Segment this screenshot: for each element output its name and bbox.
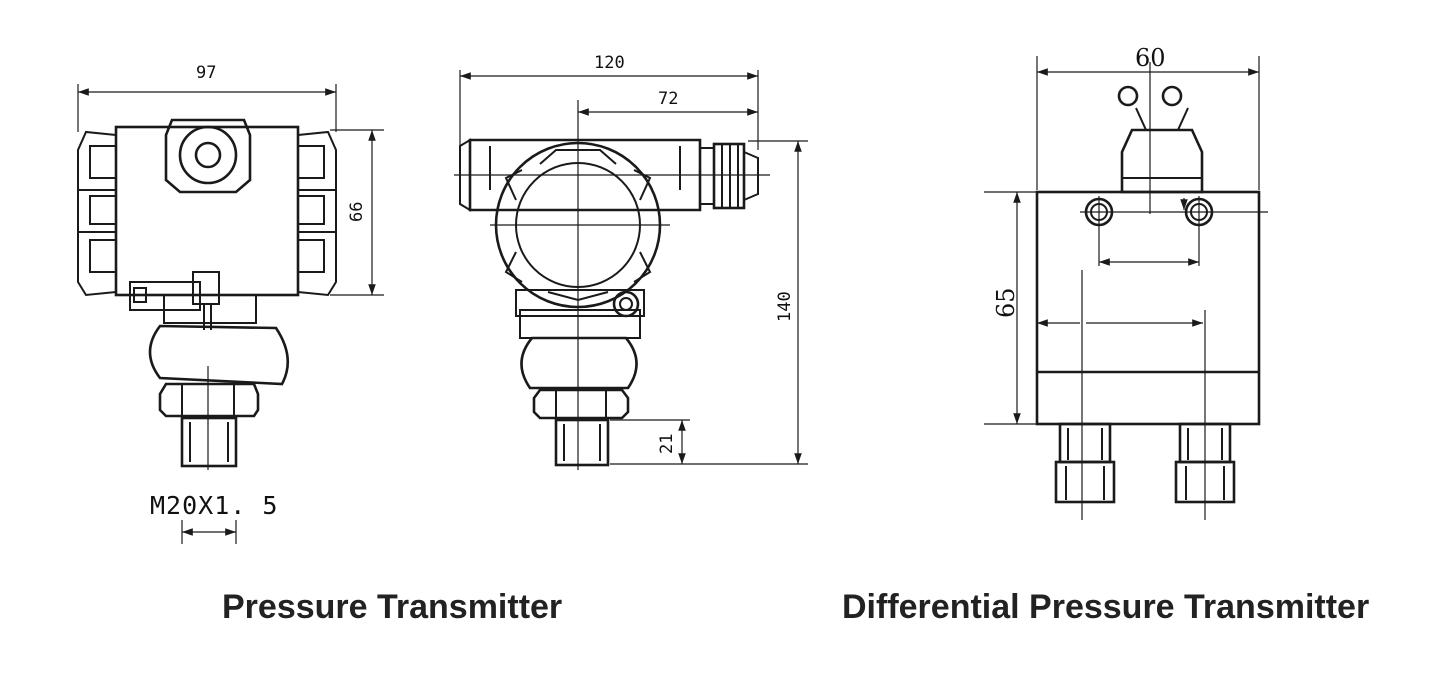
dim-60-label: 60 xyxy=(1135,44,1166,72)
dim-66-label: 66 xyxy=(347,202,367,222)
dpt-view: 60 65 xyxy=(984,44,1268,520)
dim-72-label: 72 xyxy=(658,89,678,109)
differential-pressure-transmitter-caption: Differential Pressure Transmitter xyxy=(842,588,1370,626)
dim-120-label: 120 xyxy=(594,53,625,73)
pressure-transmitter-caption: Pressure Transmitter xyxy=(222,588,563,626)
pt-side-view: 120 72 140 21 xyxy=(454,53,808,470)
dim-21-label: 21 xyxy=(657,434,677,454)
thread-spec-label: M20X1. 5 xyxy=(150,491,278,520)
dim-140-label: 140 xyxy=(775,291,795,322)
pt-front-view: 97 66 M20X1. 5 xyxy=(77,63,384,544)
dim-65-label: 65 xyxy=(992,287,1020,318)
dim-97-label: 97 xyxy=(196,63,216,83)
